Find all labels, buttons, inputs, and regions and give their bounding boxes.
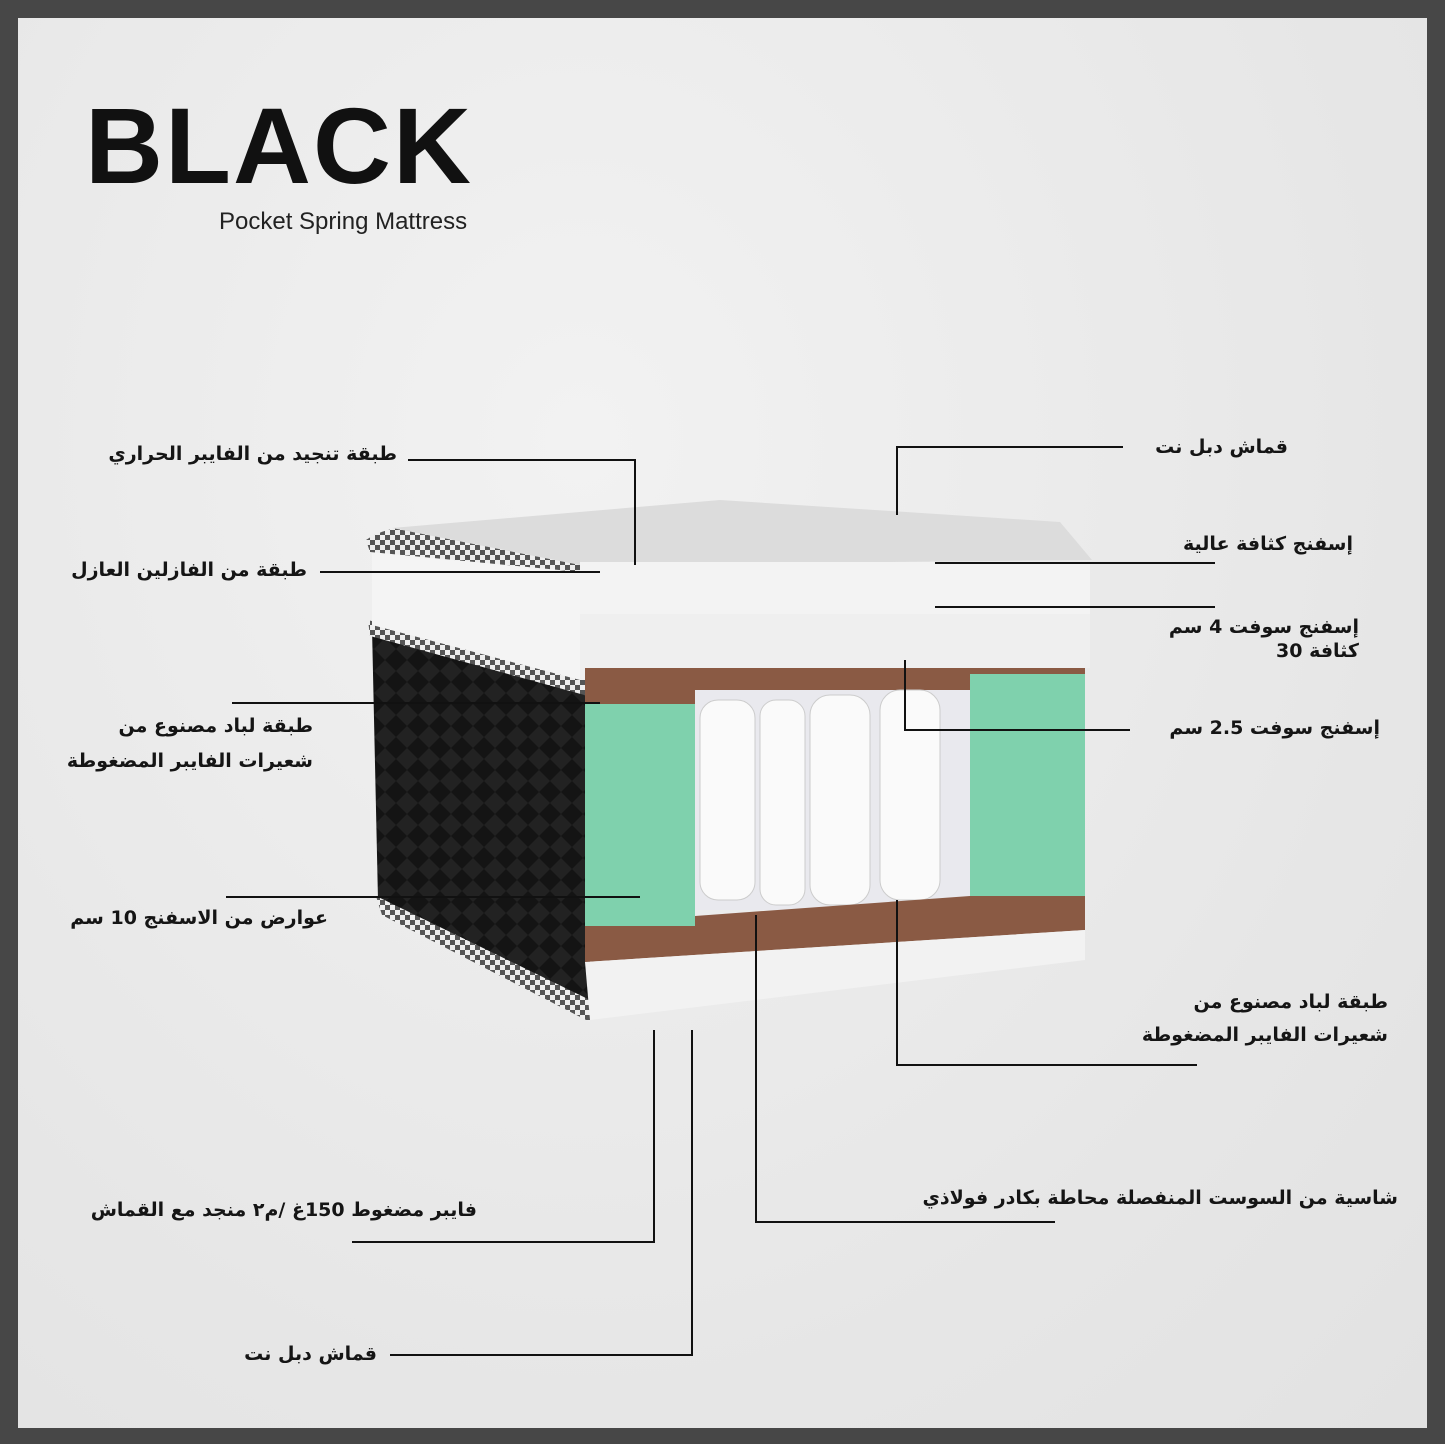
foam-rail-left xyxy=(585,704,695,926)
bottom-foam xyxy=(585,930,1085,1020)
soft-foam xyxy=(580,614,1090,668)
label-thermal-fiber: طبقة تنجيد من الفايبر الحراري xyxy=(108,443,397,465)
label-line1: إسفنج سوفت 4 سم xyxy=(1168,616,1359,638)
label-compressed-fiber: فايبر مضغوط 150غ /م٢ منجد مع القماش xyxy=(90,1199,477,1221)
label-soft-foam-2-5: إسفنج سوفت 2.5 سم xyxy=(1169,717,1380,739)
pillow-side xyxy=(372,545,580,680)
side-trim-mid xyxy=(368,620,588,696)
label-insulating-felt: طبقة من الفازلين العازل xyxy=(71,559,307,581)
label-felt-pad-left: طبقة لباد مصنوع من شعيرات الفايبر المضغو… xyxy=(67,712,313,775)
label-double-net-top: قماش دبل نت xyxy=(1155,436,1288,458)
label-line1: طبقة لباد مصنوع من xyxy=(118,715,313,737)
side-panel xyxy=(372,628,590,1010)
brand-logo: BLACK xyxy=(85,85,473,206)
quilted-top xyxy=(392,500,1092,565)
label-line1: طبقة لباد مصنوع من xyxy=(1193,991,1388,1013)
foam-rail-right xyxy=(970,674,1085,896)
brand-subtitle: Pocket Spring Mattress xyxy=(219,208,468,235)
label-line2: شعيرات الفايبر المضغوطة xyxy=(66,749,313,772)
side-trim-bottom xyxy=(376,896,590,1022)
label-line2: شعيرات الفايبر المضغوطة xyxy=(1141,1023,1388,1046)
label-double-net-bottom: قماش دبل نت xyxy=(244,1343,377,1365)
label-spring-chassis: شاسية من السوست المنفصلة محاطة بكادر فول… xyxy=(922,1187,1398,1209)
label-foam-rails: عوارض من الاسفنج 10 سم xyxy=(70,907,328,929)
label-high-density-foam: إسفنج كثافة عالية xyxy=(1183,533,1353,555)
label-line2: كثافة 30 xyxy=(1276,639,1359,662)
pillow-trim xyxy=(366,528,580,572)
fiber-layer-bottom xyxy=(585,896,1085,962)
top-foam xyxy=(580,562,1090,614)
label-soft-foam-4: إسفنج سوفت 4 سم كثافة 30 xyxy=(1169,616,1359,664)
label-felt-pad-right: طبقة لباد مصنوع من شعيرات الفايبر المضغو… xyxy=(1142,988,1388,1049)
